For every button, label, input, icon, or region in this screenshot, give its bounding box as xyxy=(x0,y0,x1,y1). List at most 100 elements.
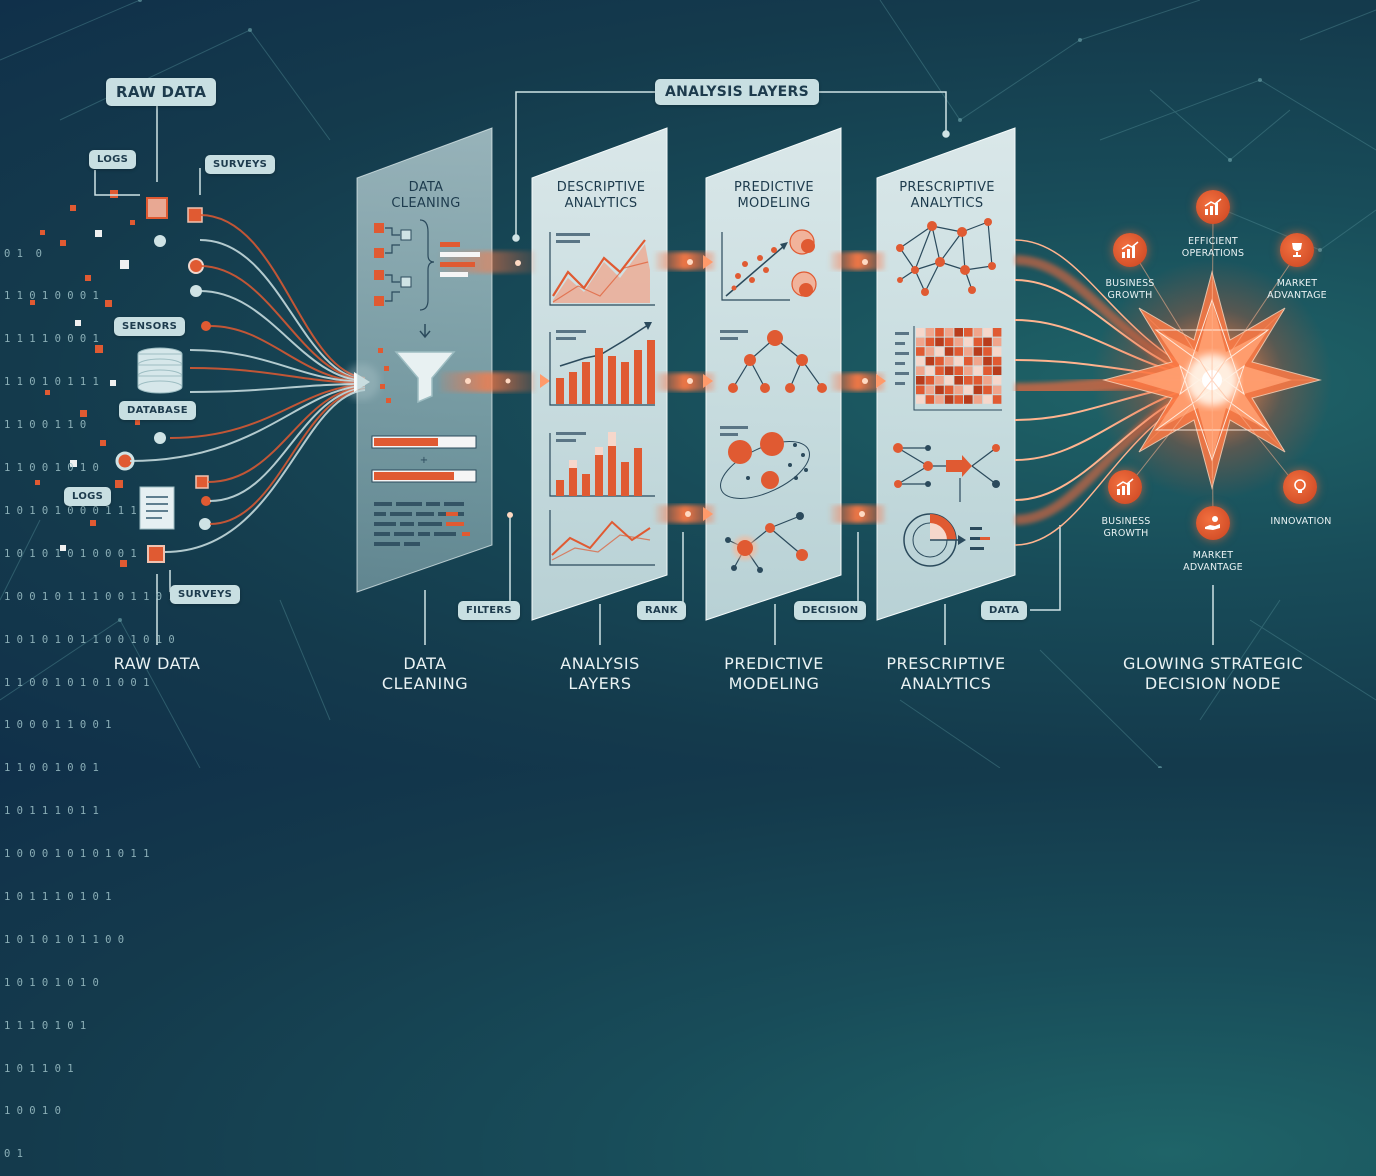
stage-label-predictive-modeling: PREDICTIVE MODELING xyxy=(724,654,824,693)
panel-title-data-cleaning: DATA CLEANING xyxy=(391,180,461,211)
heatmap-cell xyxy=(973,395,983,404)
analysis-layers-bracket xyxy=(512,91,950,242)
heatmap-cell xyxy=(925,356,935,366)
predictive-charts xyxy=(720,229,827,573)
binary-line: 1 0 1 0 1 0 1 1 0 0 1 0 1 0 xyxy=(4,633,175,646)
document-icon xyxy=(139,486,175,530)
stage-label-prescriptive-analytics: PRESCRIPTIVE ANALYTICS xyxy=(886,654,1006,693)
binary-line: 1 1 1 1 0 0 0 1 xyxy=(4,333,99,346)
prescriptive-charts xyxy=(893,218,1002,567)
heatmap-cell xyxy=(983,356,992,366)
database-label: DATABASE xyxy=(119,401,196,420)
heatmap-cell xyxy=(916,376,925,385)
binary-line: 1 0 0 0 1 1 0 0 1 xyxy=(4,719,112,732)
heatmap-cell xyxy=(925,385,935,395)
heatmap-cell xyxy=(944,395,954,404)
background-network-nodes xyxy=(118,0,1322,768)
heatmap-cell xyxy=(992,385,1002,395)
panel-title-prescriptive-analytics: PRESCRIPTIVE ANALYTICS xyxy=(899,180,995,211)
heatmap-cell xyxy=(983,395,992,404)
outcome-market-advantage-top: MARKET ADVANTAGE xyxy=(1267,278,1327,301)
heatmap-cell xyxy=(954,347,963,356)
panel-title-descriptive-analytics: DESCRIPTIVE ANALYTICS xyxy=(556,180,646,211)
heatmap-cell xyxy=(964,347,973,356)
hand-coin-icon xyxy=(1196,506,1230,540)
heatmap-cell xyxy=(944,366,954,375)
heatmap-cell xyxy=(954,328,963,337)
binary-line: 1 1 1 0 1 0 1 xyxy=(4,1019,87,1032)
surveys-label: SURVEYS xyxy=(205,155,276,174)
heatmap-cell xyxy=(935,385,944,395)
outcome-innovation: INNOVATION xyxy=(1270,516,1332,527)
heatmap-cell xyxy=(992,366,1002,375)
binary-line: 1 0 0 1 0 1 1 1 0 0 1 1 0 1 xyxy=(4,590,175,603)
heatmap-cell xyxy=(992,328,1002,337)
heatmap-cell xyxy=(935,376,944,385)
heatmap-cell xyxy=(983,366,992,375)
heatmap-cell xyxy=(973,366,983,375)
heatmap-cell xyxy=(925,347,935,356)
rank-label: RANK xyxy=(637,601,686,620)
heatmap-cell xyxy=(954,395,963,404)
diagram-canvas: + xyxy=(0,0,1376,768)
raw-data-label: RAW DATA xyxy=(106,78,217,106)
heatmap-cell xyxy=(964,385,973,395)
heatmap-cell xyxy=(973,385,983,395)
panel-title-predictive-modeling: PREDICTIVE MODELING xyxy=(734,180,814,211)
binary-line: 0 1 0 xyxy=(4,247,42,260)
heatmap-cell xyxy=(983,385,992,395)
heatmap-cell xyxy=(944,337,954,347)
bar-chart-icon xyxy=(1108,470,1142,504)
surveys-label-bottom: SURVEYS xyxy=(170,585,241,604)
stage-connectors xyxy=(424,518,1214,645)
heatmap-cell xyxy=(916,328,925,337)
stage-label-raw-data: RAW DATA xyxy=(113,654,201,673)
heatmap-cell xyxy=(964,395,973,404)
stage-label-analysis-layers: ANALYSIS LAYERS xyxy=(560,654,640,693)
heatmap-cell xyxy=(992,395,1002,404)
binary-line: 1 0 1 0 1 0 1 0 xyxy=(4,976,99,989)
binary-line: 1 0 0 0 1 0 1 0 1 0 1 1 xyxy=(4,848,150,861)
binary-line: 0 1 xyxy=(4,1148,23,1161)
heatmap-cell xyxy=(964,356,973,366)
svg-text:+: + xyxy=(420,455,428,466)
binary-line: 1 1 0 0 1 1 0 xyxy=(4,419,87,432)
heatmap-cell xyxy=(935,328,944,337)
binary-stream: 0 1 0 1 1 0 1 0 0 0 1 1 1 1 1 0 0 0 1 1 … xyxy=(4,218,175,1176)
heatmap-cell xyxy=(954,366,963,375)
heatmap-cell xyxy=(944,376,954,385)
data-flow-lines xyxy=(129,214,366,553)
heatmap-axis xyxy=(913,326,1002,411)
growth-chart-icon xyxy=(1196,190,1230,224)
heatmap-cell xyxy=(964,366,973,375)
stage-label-data-cleaning: DATA CLEANING xyxy=(381,654,469,693)
outcome-market-advantage-bottom: MARKET ADVANTAGE xyxy=(1183,550,1243,573)
heatmap-cell xyxy=(983,376,992,385)
heatmap-cell xyxy=(944,385,954,395)
heatmap-cell xyxy=(916,356,925,366)
heatmap-cell xyxy=(973,356,983,366)
heatmap-cell xyxy=(944,347,954,356)
heatmap-cell xyxy=(925,366,935,375)
heatmap-cell xyxy=(973,376,983,385)
binary-line: 1 0 1 1 1 0 1 0 1 xyxy=(4,890,112,903)
binary-line: 1 0 1 0 1 0 1 1 0 0 xyxy=(4,933,125,946)
outcome-business-growth-top: BUSINESS GROWTH xyxy=(1105,278,1155,301)
outcome-business-growth-bottom: BUSINESS GROWTH xyxy=(1101,516,1151,539)
source-nodes xyxy=(115,197,211,563)
heatmap-cell xyxy=(954,376,963,385)
heatmap-cell xyxy=(916,385,925,395)
binary-line: 1 1 0 0 1 0 1 0 1 0 0 1 xyxy=(4,676,150,689)
heatmap-cell xyxy=(983,328,992,337)
heatmap-cell xyxy=(916,337,925,347)
heatmap-cell xyxy=(973,337,983,347)
heatmap-cell xyxy=(954,337,963,347)
heatmap-cell xyxy=(983,337,992,347)
filters-label: FILTERS xyxy=(458,601,520,620)
heatmap-cell xyxy=(916,395,925,404)
heatmap-cell xyxy=(925,395,935,404)
beams xyxy=(440,251,886,523)
binary-line: 1 0 0 1 0 xyxy=(4,1105,61,1118)
heatmap-cell xyxy=(935,395,944,404)
binary-line: 1 0 1 1 1 0 1 1 xyxy=(4,805,99,818)
